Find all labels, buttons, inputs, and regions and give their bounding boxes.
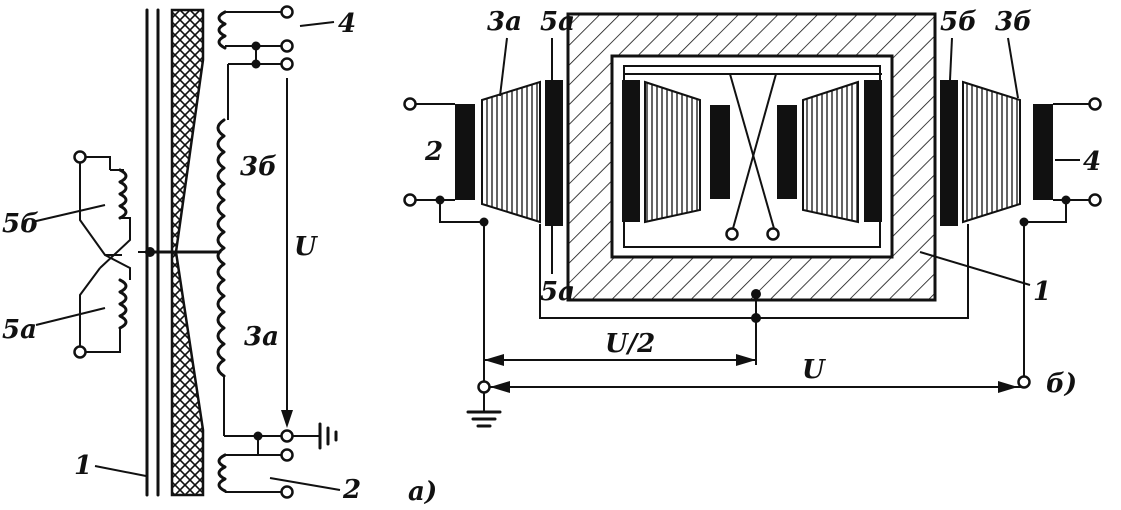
label-5b-b: 5б (940, 7, 977, 37)
terminal-4-bottom (280, 39, 294, 53)
winding-5a-coil (118, 278, 128, 330)
label-1-a: 1 (74, 451, 92, 481)
label-4-b: 4 (1083, 147, 1101, 177)
label-5a-bottom-b: 5а (540, 277, 575, 307)
label-2-b: 2 (424, 137, 443, 167)
label-3b-a: 3б (240, 152, 277, 182)
terminal-4-top (280, 5, 294, 19)
label-U-a: U (294, 232, 318, 262)
label-U-b: U (802, 355, 826, 385)
terminal-2-bottom (280, 485, 294, 499)
label-4-a: 4 (338, 9, 356, 39)
terminal-2-bottom-b (403, 193, 417, 207)
label-3b-b: 3б (995, 7, 1032, 37)
label-5a-a: 5а (2, 315, 37, 345)
winding-3b-cone (962, 80, 1021, 224)
caption-a: а) (408, 477, 437, 507)
terminal-5b (73, 150, 87, 164)
inner-winding-left-bar (622, 80, 640, 222)
inner-winding-left-cone (644, 80, 701, 224)
label-5a-top-b: 5а (540, 7, 575, 37)
label-3a-a: 3а (244, 322, 279, 352)
caption-b: б) (1046, 369, 1077, 399)
terminal-5a (73, 345, 87, 359)
winding-5b-coil (118, 168, 128, 220)
figure-b: 2 4 3а 5а 5б 3б 5а 1 (403, 7, 1102, 428)
winding-4-coil (217, 10, 227, 50)
label-U-half: U/2 (605, 329, 655, 359)
terminal-2-top (280, 448, 294, 462)
label-2-a: 2 (342, 475, 361, 505)
terminal-2-top-b (403, 97, 417, 111)
winding-5a-bar (545, 80, 563, 226)
winding-3-coil (216, 118, 226, 378)
label-3a-b: 3а (487, 7, 522, 37)
terminal-3b-top (280, 57, 294, 71)
insulation-block (170, 8, 205, 497)
figure-a: 4 3б 3а U 2 (2, 5, 437, 507)
terminal-4-top-b (1088, 97, 1102, 111)
inner-winding-right-cone (802, 80, 859, 224)
inner-winding-right-bar (864, 80, 882, 222)
winding-2-bar (455, 104, 475, 200)
winding-4-bar (1033, 104, 1053, 200)
winding-3a-cone (481, 80, 541, 224)
label-5b-a: 5б (2, 209, 39, 239)
label-1-b: 1 (1033, 277, 1051, 307)
terminal-3a-bottom (280, 429, 294, 443)
winding-5b-bar (940, 80, 958, 226)
terminal-4-bottom-b (1088, 193, 1102, 207)
winding-2-coil (217, 453, 227, 493)
